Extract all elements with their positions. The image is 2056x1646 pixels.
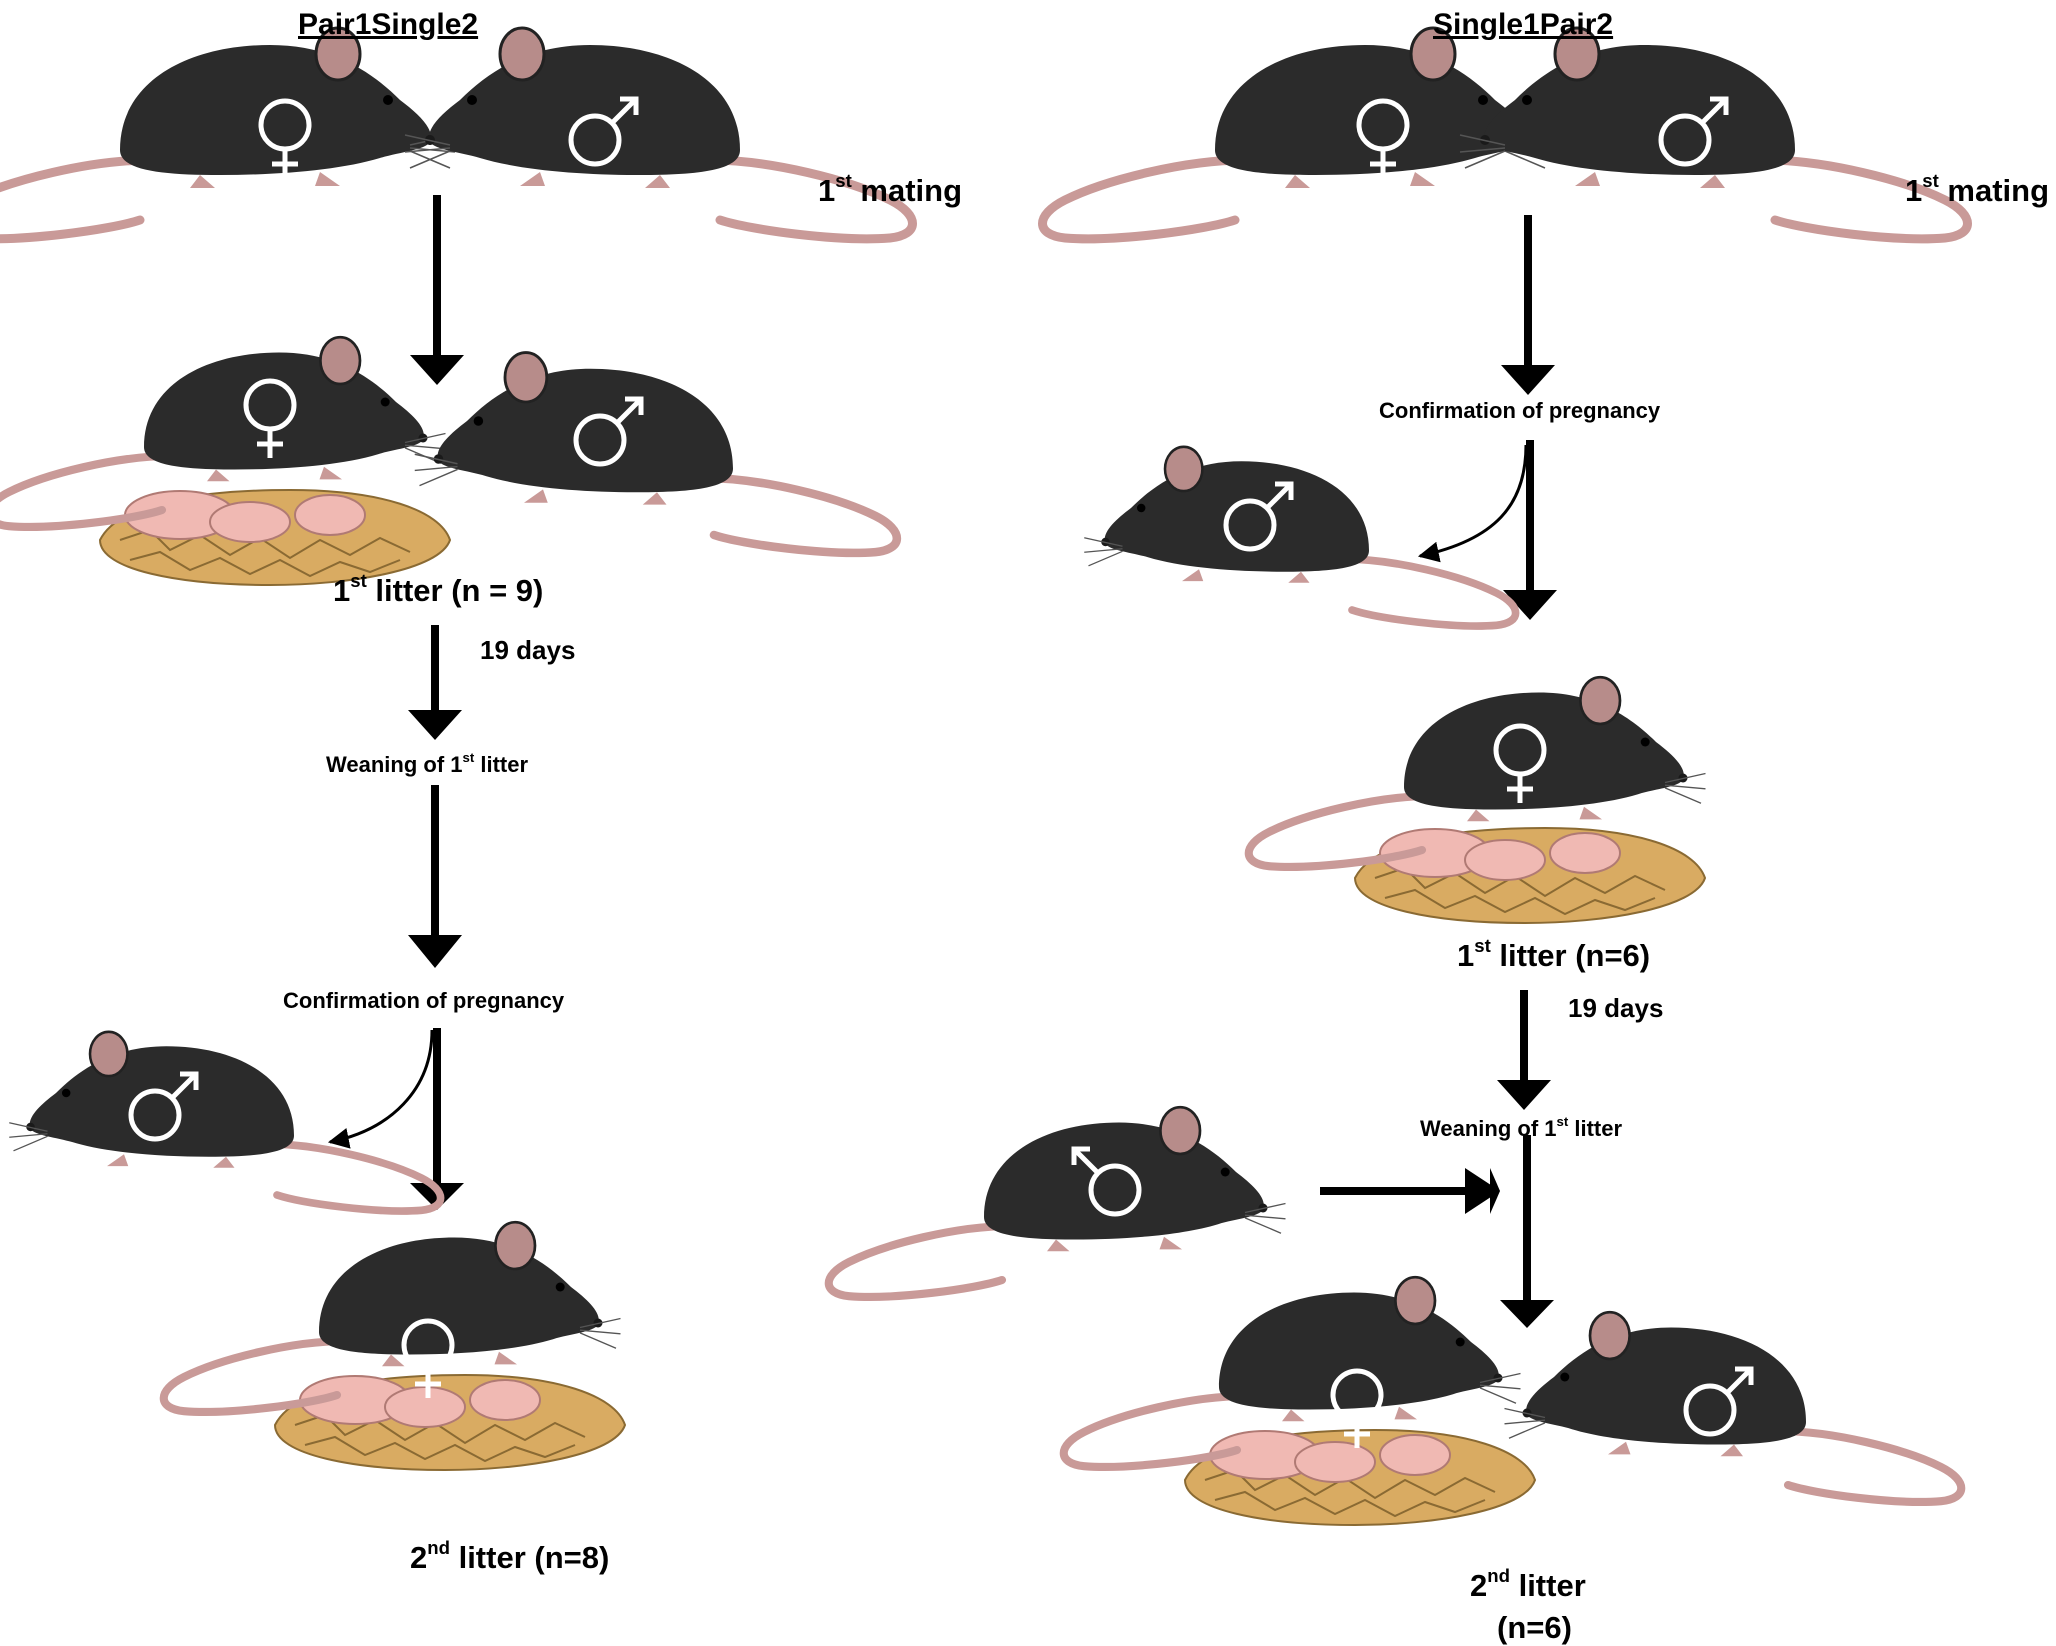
right-arrow-1 [1501,215,1555,395]
left-arrow-3 [408,785,462,968]
right-removed-male-mouse [1084,447,1515,626]
left-mating-male-mouse [405,28,913,239]
right-arrow-returning-male [1320,1168,1500,1214]
right-litter1-label: 1st litter (n=6) [1457,935,1651,973]
left-confirmation-label: Confirmation of pregnancy [283,988,565,1013]
right-litter1-nest [1354,827,1706,924]
female-icon [401,1318,455,1398]
right-litter2-n-label: (n=6) [1497,1610,1572,1645]
right-litter2-nest [1184,1429,1536,1526]
right-arrow-2 [1417,440,1557,620]
female-icon [243,378,297,458]
left-mating-female-mouse [0,28,455,239]
left-mating-label: 1st mating [818,170,963,208]
left-litter2-nest [274,1374,626,1471]
left-arrow-1 [410,195,464,385]
male-icon [1223,481,1294,552]
left-title: Pair1Single2 [298,8,479,41]
right-returning-male-mouse [829,1107,1286,1297]
female-icon [1356,98,1410,178]
right-weaning-label: Weaning of 1st litter [1420,1114,1623,1141]
left-arrow-4 [327,1028,464,1210]
male-icon [1071,1146,1142,1217]
right-arrow-4 [1500,1135,1554,1328]
left-days-label: 19 days [480,635,576,665]
female-icon [1493,723,1547,803]
right-mating-male-mouse [1460,28,1968,239]
right-arrow-3 [1497,990,1551,1110]
right-days-label: 19 days [1568,993,1664,1023]
left-litter1-label: 1st litter (n = 9) [333,570,544,608]
right-mating-female-mouse [1043,28,1551,239]
left-removed-male-mouse [9,1032,440,1211]
male-icon [568,96,639,167]
left-arrow-2 [408,625,462,740]
right-confirmation-label: Confirmation of pregnancy [1379,398,1661,423]
male-icon [1658,96,1729,167]
left-litter1-male-mouse [415,353,897,553]
female-icon [1330,1368,1384,1448]
left-litter1-nest [99,489,451,586]
male-icon [1683,1366,1754,1437]
sex-symbols [128,96,1754,1448]
left-litter2-label: 2nd litter (n=8) [410,1537,610,1575]
right-mating-label: 1st mating [1905,170,2050,208]
right-title: Single1Pair2 [1433,8,1614,41]
left-weaning-label: Weaning of 1st litter [326,750,529,777]
male-icon [573,396,644,467]
female-icon [258,98,312,178]
right-litter2-label: 2nd litter [1470,1565,1586,1603]
male-icon [128,1071,199,1142]
